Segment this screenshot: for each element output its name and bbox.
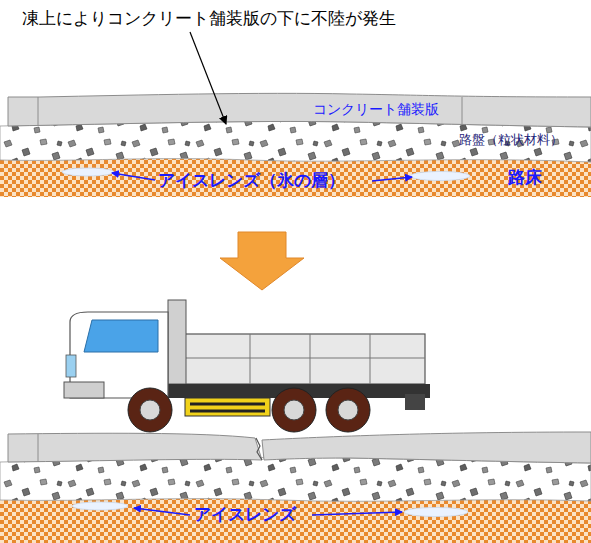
- subgrade-layer: [0, 159, 591, 197]
- ice-lens-label: アイスレンズ: [194, 504, 296, 524]
- layer-label: コンクリート舗装版: [313, 101, 439, 118]
- layer-label: 路盤（粒状材料）: [459, 132, 563, 148]
- layer-label: 路床: [508, 167, 542, 187]
- slab-joint: [38, 97, 39, 125]
- leader-arrow: [312, 512, 402, 515]
- ice-lens: [62, 168, 114, 176]
- wheel: [272, 388, 316, 432]
- hub: [140, 400, 160, 420]
- headlight: [66, 355, 76, 377]
- dump-body: [185, 334, 425, 384]
- dump-truck: [64, 300, 430, 432]
- guard-stripe: [190, 410, 265, 413]
- body-rib: [370, 334, 371, 384]
- ice-lens: [410, 172, 470, 181]
- ice-lens-label: アイスレンズ（氷の層）: [158, 170, 345, 190]
- concrete-slab: [8, 433, 262, 462]
- base-layer: [0, 121, 591, 162]
- callout-leader: [190, 32, 226, 124]
- concrete-slab: [262, 432, 591, 463]
- slab-joint: [462, 97, 463, 125]
- body-rib: [250, 334, 251, 384]
- bumper: [64, 382, 104, 398]
- transition-arrow: [220, 232, 304, 290]
- callout-note: 凍上によりコンクリート舗装版の下に不陸が発生: [22, 8, 396, 28]
- guard-stripe: [190, 403, 265, 406]
- body-headboard: [168, 300, 186, 384]
- body-rib: [185, 358, 425, 359]
- wheel: [128, 388, 172, 432]
- hub: [284, 400, 304, 420]
- wheel: [326, 388, 370, 432]
- leader-arrow: [372, 177, 412, 181]
- hub: [338, 400, 358, 420]
- side-guard: [185, 398, 270, 416]
- subgrade-layer: [0, 499, 591, 543]
- ice-lens: [72, 502, 128, 510]
- body-rib: [310, 334, 311, 384]
- slab-crack: [256, 438, 262, 460]
- ice-lens: [404, 508, 468, 517]
- leader-arrow: [112, 173, 155, 180]
- leader-arrow: [134, 508, 190, 515]
- base-layer: [0, 457, 591, 501]
- cab-window: [84, 320, 158, 352]
- concrete-slab: [8, 93, 591, 127]
- rear-bumper: [405, 394, 425, 410]
- slab-joint: [38, 434, 39, 462]
